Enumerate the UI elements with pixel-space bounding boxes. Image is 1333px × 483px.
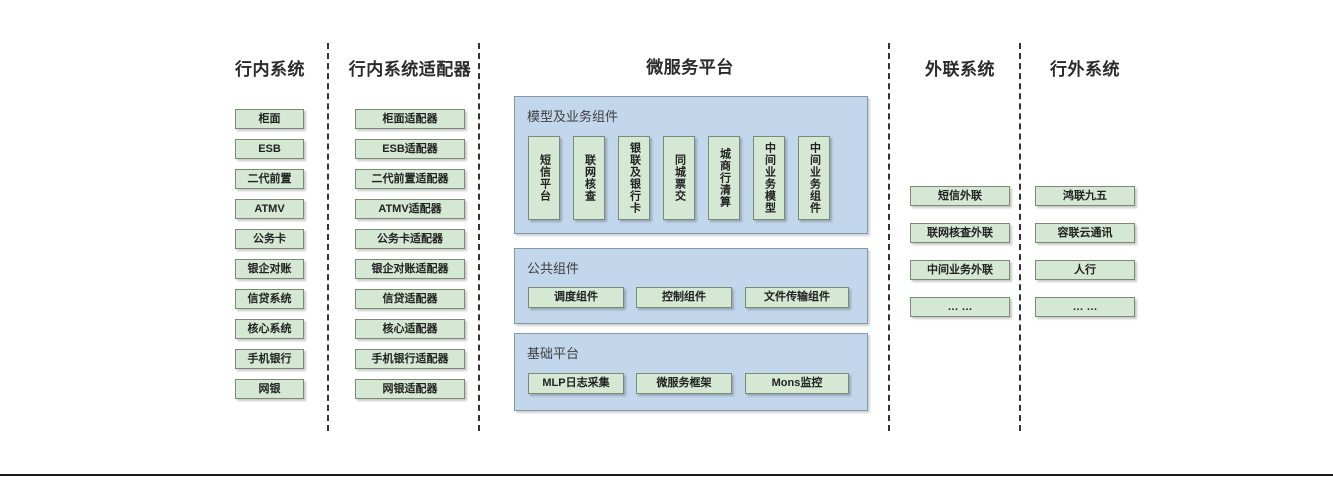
separator-platform-to-external: [888, 43, 890, 431]
external-link-system-box[interactable]: 中间业务外联: [910, 260, 1010, 280]
internal-system-box[interactable]: 二代前置: [235, 169, 304, 189]
model-component-box[interactable]: 联网核查: [573, 136, 605, 220]
internal-system-box[interactable]: ESB: [235, 139, 304, 159]
separator-internal-to-adapter: [327, 43, 329, 431]
internal-adapter-box[interactable]: 网银适配器: [355, 379, 465, 399]
internal-adapter-box[interactable]: 手机银行适配器: [355, 349, 465, 369]
model-component-box[interactable]: 短信平台: [528, 136, 560, 220]
outside-bank-system-box[interactable]: 鸿联九五: [1035, 186, 1135, 206]
column-title-external-link-systems: 外联系统: [925, 60, 995, 79]
internal-system-box[interactable]: ATMV: [235, 199, 304, 219]
internal-system-box[interactable]: 柜面: [235, 109, 304, 129]
external-link-system-box[interactable]: … …: [910, 297, 1010, 317]
model-component-label: 同城票交: [673, 154, 686, 202]
outside-bank-system-box[interactable]: 容联云通讯: [1035, 223, 1135, 243]
base-platform-box[interactable]: 微服务框架: [636, 373, 732, 394]
model-component-box[interactable]: 中间业务组件: [798, 136, 830, 220]
internal-adapter-box[interactable]: 柜面适配器: [355, 109, 465, 129]
internal-adapter-box[interactable]: 银企对账适配器: [355, 259, 465, 279]
public-component-box[interactable]: 控制组件: [636, 287, 732, 308]
internal-system-box[interactable]: 网银: [235, 379, 304, 399]
internal-adapter-box[interactable]: ATMV适配器: [355, 199, 465, 219]
model-component-label: 中间业务模型: [763, 142, 776, 214]
column-title-internal-adapters: 行内系统适配器: [348, 60, 472, 79]
separator-adapter-to-platform: [478, 43, 480, 431]
internal-system-box[interactable]: 银企对账: [235, 259, 304, 279]
column-title-microservice-platform: 微服务平台: [646, 58, 734, 77]
panel-title-model-business-components: 模型及业务组件: [527, 109, 619, 124]
internal-adapter-box[interactable]: ESB适配器: [355, 139, 465, 159]
internal-adapter-box[interactable]: 二代前置适配器: [355, 169, 465, 189]
model-component-label: 中间业务组件: [808, 142, 821, 214]
external-link-system-box[interactable]: 联网核查外联: [910, 223, 1010, 243]
model-component-box[interactable]: 银联及银行卡: [618, 136, 650, 220]
internal-system-box[interactable]: 手机银行: [235, 349, 304, 369]
panel-title-public-components: 公共组件: [527, 261, 580, 276]
model-component-box[interactable]: 城商行清算: [708, 136, 740, 220]
outside-bank-system-box[interactable]: 人行: [1035, 260, 1135, 280]
base-platform-box[interactable]: MLP日志采集: [528, 373, 624, 394]
public-component-box[interactable]: 文件传输组件: [745, 287, 849, 308]
internal-system-box[interactable]: 公务卡: [235, 229, 304, 249]
column-title-internal-systems: 行内系统: [235, 60, 305, 79]
internal-system-box[interactable]: 核心系统: [235, 319, 304, 339]
model-component-box[interactable]: 同城票交: [663, 136, 695, 220]
bottom-divider: [0, 474, 1333, 476]
outside-bank-system-box[interactable]: … …: [1035, 297, 1135, 317]
panel-public-components: 公共组件: [514, 248, 868, 324]
base-platform-box[interactable]: Mons监控: [745, 373, 849, 394]
model-component-label: 短信平台: [538, 154, 551, 202]
public-component-box[interactable]: 调度组件: [528, 287, 624, 308]
internal-adapter-box[interactable]: 信贷适配器: [355, 289, 465, 309]
panel-title-base-platform: 基础平台: [527, 346, 580, 361]
external-link-system-box[interactable]: 短信外联: [910, 186, 1010, 206]
panel-base-platform: 基础平台: [514, 333, 868, 411]
internal-system-box[interactable]: 信贷系统: [235, 289, 304, 309]
model-component-label: 银联及银行卡: [628, 142, 641, 214]
column-title-outside-bank-systems: 行外系统: [1050, 60, 1120, 79]
model-component-box[interactable]: 中间业务模型: [753, 136, 785, 220]
internal-adapter-box[interactable]: 公务卡适配器: [355, 229, 465, 249]
model-component-label: 联网核查: [583, 154, 596, 202]
model-component-label: 城商行清算: [718, 148, 731, 208]
internal-adapter-box[interactable]: 核心适配器: [355, 319, 465, 339]
separator-external-to-outside: [1019, 43, 1021, 431]
